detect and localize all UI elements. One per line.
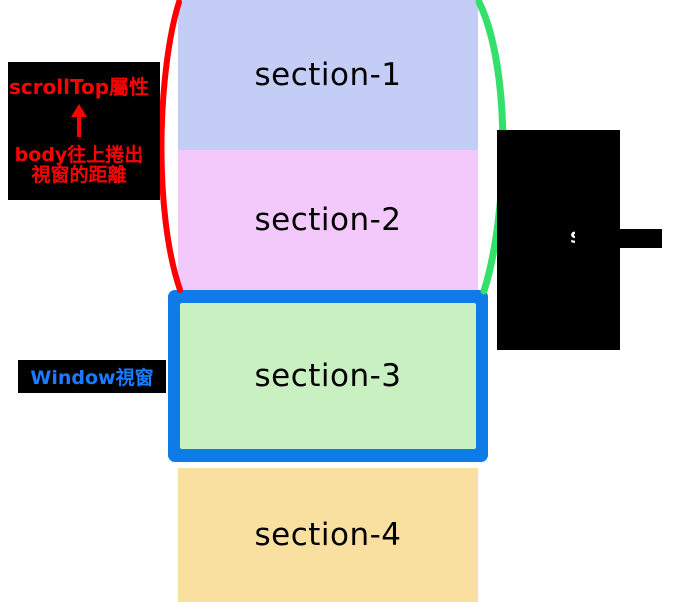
scrolltop-callout-line-1: scrollTop屬性 xyxy=(8,74,150,99)
section-block-3: section-3 xyxy=(180,303,476,449)
section-label-2: section-2 xyxy=(254,202,402,238)
section-block-4: section-4 xyxy=(178,468,478,602)
window-viewport-frame: section-3 xyxy=(168,290,488,462)
scrolltop-callout-line-3: 視窗的距離 xyxy=(31,163,127,186)
scrolltop-callout-line-2: body往上捲出 xyxy=(14,143,144,166)
window-callout-label: Window視窗 xyxy=(30,367,154,389)
scrolltop-callout-box: scrollTop屬性 body往上捲出 視窗的距離 xyxy=(8,62,160,200)
section-label-1: section-1 xyxy=(254,57,402,93)
up-arrow-icon xyxy=(71,103,87,137)
section-block-2: section-2 xyxy=(178,150,478,290)
section-label-4: section-4 xyxy=(254,517,402,553)
section-block-1: section-1 xyxy=(178,0,478,150)
section-label-3: section-3 xyxy=(254,358,402,394)
scrollheight-label-occluder xyxy=(575,229,662,248)
window-callout-box: Window視窗 xyxy=(18,360,166,393)
